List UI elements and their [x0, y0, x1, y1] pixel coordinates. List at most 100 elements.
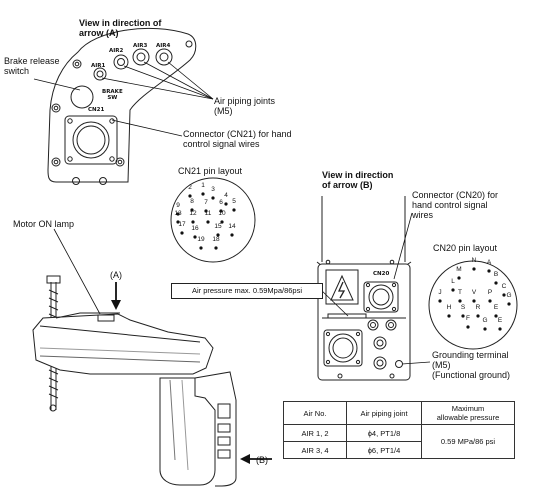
- air2-label: AIR2: [109, 48, 124, 54]
- air-pressure-box: Air pressure max. 0.59Mpa/86psi: [171, 283, 323, 299]
- arrow-a-label: (A): [110, 270, 122, 280]
- pin-dot: [193, 235, 197, 239]
- pin-dot: [230, 233, 234, 237]
- table-row: AIR 1, 2 ϕ4, PT1/8 0.59 MPa/86 psi: [283, 424, 515, 459]
- arrow-b-label: (B): [256, 455, 268, 465]
- pin-label: 16: [191, 225, 199, 232]
- pin-dot: [180, 231, 184, 235]
- cn20-title: CN20 pin layout: [433, 243, 498, 253]
- pin-dot: [458, 299, 462, 303]
- pin-label: F: [466, 315, 470, 322]
- pin-dot: [190, 208, 194, 212]
- cn20-pin-face: [428, 260, 518, 350]
- pin-label: T: [458, 289, 462, 296]
- pin-label: 3: [211, 186, 215, 193]
- pin-label: 4: [224, 192, 228, 199]
- pin-dot: [498, 327, 502, 331]
- air4-label: AIR4: [156, 43, 171, 49]
- pin-dot: [476, 314, 480, 318]
- pin-dot: [472, 267, 476, 271]
- pin-dot: [507, 302, 511, 306]
- pin-dot: [176, 212, 180, 216]
- pin-label: R: [475, 304, 481, 311]
- pin-dot: [472, 299, 476, 303]
- pin-dot: [219, 209, 223, 213]
- pin-label: M: [456, 266, 462, 273]
- pin-dot: [447, 314, 451, 318]
- pin-label: S: [460, 304, 466, 311]
- table-header-row: Air No. Air piping joint Maximum allowab…: [283, 401, 515, 425]
- pin-dot: [211, 196, 215, 200]
- pin-dot: [224, 202, 228, 206]
- cell-air-joint: ϕ4, PT1/8: [346, 424, 422, 442]
- pin-label: 14: [228, 223, 236, 230]
- pin-dot: [487, 269, 491, 273]
- pin-label: J: [438, 289, 442, 296]
- cn21-tag: CN21: [88, 107, 105, 113]
- grounding-terminal-label: Grounding terminal (M5) (Functional grou…: [432, 350, 511, 380]
- pin-dot: [438, 299, 442, 303]
- header-air-no: Air No.: [283, 401, 347, 425]
- view-b-title: View in direction of arrow (B): [322, 170, 394, 190]
- table-row: AIR 3, 4 ϕ6, PT1/4: [283, 441, 515, 459]
- pin-dot: [488, 299, 492, 303]
- arrow-b: [240, 454, 272, 464]
- header-max-pressure: Maximum allowable pressure: [421, 401, 515, 425]
- pin-dot: [188, 194, 192, 198]
- air3-label: AIR3: [133, 43, 148, 49]
- view-b-leaders: [319, 212, 431, 365]
- pin-dot: [216, 233, 220, 237]
- view-a-leaders: [33, 61, 214, 137]
- pin-label: 18: [212, 236, 220, 243]
- header-air-joint: Air piping joint: [346, 401, 422, 425]
- pin-label: 11: [204, 210, 212, 217]
- pin-label: A: [486, 259, 492, 266]
- cn21-title: CN21 pin layout: [178, 166, 243, 176]
- pin-label: 9: [176, 202, 180, 209]
- cell-air-no: AIR 3, 4: [283, 441, 347, 459]
- pin-label: 12: [189, 210, 197, 217]
- cn20-tag: CN20: [373, 271, 390, 277]
- pin-label: 13: [174, 210, 182, 217]
- pin-label: V: [471, 289, 477, 296]
- cell-max-pressure: 0.59 MPa/86 psi: [421, 424, 515, 459]
- view-a-plate: [47, 27, 197, 185]
- arrow-a: [111, 282, 121, 310]
- air-spec-table: Air No. Air piping joint Maximum allowab…: [283, 401, 515, 459]
- pin-label: B: [493, 271, 499, 278]
- pin-dot: [232, 208, 236, 212]
- pin-dot: [199, 246, 203, 250]
- pin-dot: [483, 327, 487, 331]
- pin-label: G: [506, 292, 512, 299]
- pin-label: 1: [201, 182, 205, 189]
- brake-release-label: Brake release switch: [4, 56, 60, 76]
- pin-label: 2: [188, 184, 192, 191]
- air1-label: AIR1: [91, 63, 106, 69]
- pin-label: L: [451, 278, 455, 285]
- cell-air-no: AIR 1, 2: [283, 424, 347, 442]
- pin-dot: [457, 276, 461, 280]
- pin-label: C: [501, 283, 507, 290]
- pin-dot: [494, 281, 498, 285]
- cn21-pin-face: [170, 177, 256, 263]
- motor-on-lamp-label: Motor ON lamp: [13, 219, 75, 229]
- pin-label: 17: [178, 221, 186, 228]
- pin-dot: [206, 220, 210, 224]
- pin-dot: [204, 209, 208, 213]
- cn21-connector-label: Connector (CN21) for hand control signal…: [183, 129, 292, 149]
- pin-dot: [502, 293, 506, 297]
- cn21-pin-dots: [176, 192, 236, 250]
- pin-dot: [466, 325, 470, 329]
- pin-label: H: [446, 304, 452, 311]
- pin-dot: [220, 220, 224, 224]
- brake-sw-label: BRAKE SW: [102, 89, 123, 101]
- pin-label: E: [497, 317, 503, 324]
- cn20-connector-label: Connector (CN20) for hand control signal…: [412, 190, 499, 220]
- pin-label: 15: [214, 223, 222, 230]
- robot-leaders: [53, 228, 101, 315]
- pin-dot: [191, 220, 195, 224]
- pin-label: P: [487, 289, 493, 296]
- pin-label: 10: [218, 210, 226, 217]
- air-piping-label: Air piping joints (M5): [214, 96, 276, 116]
